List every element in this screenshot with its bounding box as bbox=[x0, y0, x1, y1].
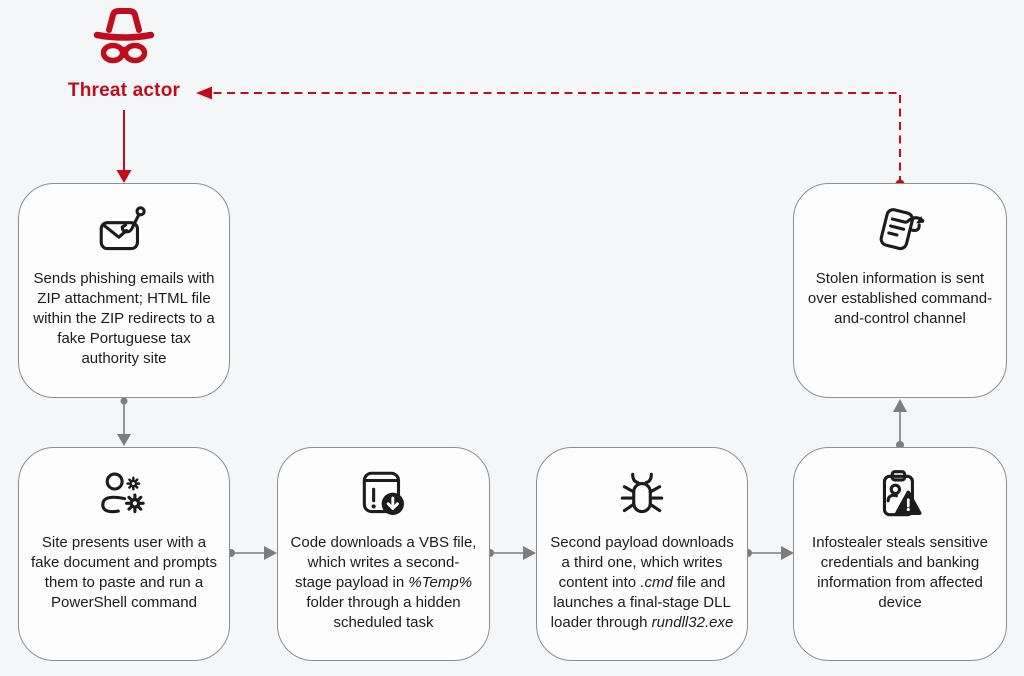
node-second-payload: Second payload downloads a third one, wh… bbox=[536, 447, 748, 661]
edge-threat-to-phishing bbox=[116, 110, 132, 183]
node-text: Sends phishing emails with ZIP attachmen… bbox=[33, 270, 215, 367]
phishing-email-hook-icon bbox=[95, 202, 153, 260]
document-exfiltration-icon bbox=[871, 202, 929, 260]
node-text: Stolen information is sent over establis… bbox=[807, 270, 993, 327]
node-stolen-info-sent: Stolen information is sent over establis… bbox=[793, 183, 1007, 398]
node-text: Site presents user with a fake document … bbox=[31, 534, 217, 611]
edge-stolen-to-threat bbox=[196, 86, 905, 189]
bug-icon bbox=[613, 466, 671, 524]
edge-site-to-vbs bbox=[227, 546, 277, 560]
edge-payload-to-stealer bbox=[744, 546, 794, 560]
edge-phishing-to-site bbox=[117, 397, 131, 446]
node-text: Code downloads a VBS file, which writes … bbox=[290, 534, 477, 631]
incognito-spy-icon bbox=[88, 4, 160, 74]
gear-small bbox=[126, 476, 141, 491]
node-infostealer: Infostealer steals sensitive credentials… bbox=[793, 447, 1007, 661]
edge-vbs-to-payload bbox=[486, 546, 536, 560]
app-warning-download-icon bbox=[355, 466, 413, 524]
clipboard-person-warning-icon bbox=[871, 466, 929, 524]
node-phishing-email: Sends phishing emails with ZIP attachmen… bbox=[18, 183, 230, 398]
node-text: Second payload downloads a third one, wh… bbox=[550, 534, 734, 631]
node-vbs-download: Code downloads a VBS file, which writes … bbox=[277, 447, 490, 661]
gear-large bbox=[125, 493, 145, 514]
node-fake-document-powershell: Site presents user with a fake document … bbox=[18, 447, 230, 661]
user-gears-icon bbox=[95, 466, 153, 524]
node-text: Infostealer steals sensitive credentials… bbox=[812, 534, 988, 611]
threat-actor-label: Threat actor bbox=[67, 80, 181, 101]
edge-stealer-to-stolen bbox=[893, 399, 907, 449]
